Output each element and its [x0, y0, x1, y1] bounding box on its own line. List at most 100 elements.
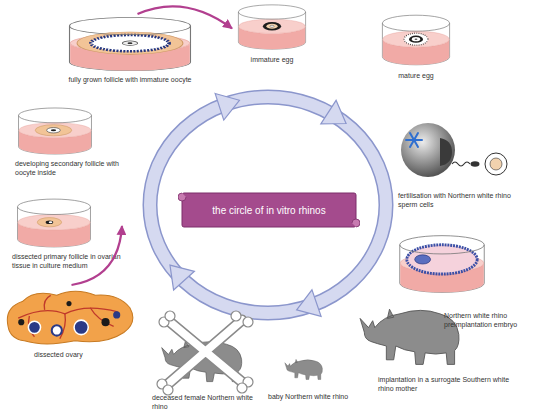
petri-dish: [238, 5, 305, 19]
deceased-rhino: [231, 311, 241, 321]
fertilisation-illustration: [401, 123, 455, 177]
dish-art: [67, 14, 193, 74]
petri-dish: [400, 245, 484, 293]
fertilisation-illustration: [485, 153, 507, 175]
deceased-rhino: [168, 320, 242, 384]
dish-art: [16, 196, 92, 250]
petri-dish: [382, 23, 449, 65]
petri-dish: [19, 108, 92, 123]
stage-caption: immature egg: [232, 56, 312, 65]
petri-dish: [400, 236, 484, 254]
petri-dish: [47, 128, 61, 133]
petri-dish: [18, 207, 91, 247]
petri-dish: [407, 245, 477, 274]
petri-dish: [51, 129, 56, 131]
deceased-rhino: [157, 311, 253, 395]
stage-caption: developing secondary follicle with oocyt…: [15, 160, 125, 177]
petri-dish: [77, 32, 183, 54]
stage-caption: dissected ovary: [34, 351, 134, 360]
cycle-arrow: [160, 256, 195, 290]
cycle-arrow: [150, 97, 386, 313]
ovary-art: [4, 285, 136, 347]
petri-dish: [415, 38, 418, 40]
banner-shape: [352, 219, 360, 227]
ovary-shape: [101, 318, 109, 326]
stage-label: fertilisation with Northern white rhino …: [398, 192, 523, 209]
deceased-rhino: [237, 383, 247, 393]
petri-dish-stage: mature egg: [377, 12, 455, 88]
dish-art: [237, 2, 307, 52]
petri-dish: [37, 218, 61, 227]
stage-label: deceased female Northern white rhino: [152, 394, 262, 411]
banner-title: the circle of in vitro rhinos: [178, 190, 360, 230]
deceased-rhino: [157, 311, 253, 395]
stage-caption: Northern white rhino preimplantation emb…: [444, 312, 530, 329]
ovary-shape: [18, 308, 118, 318]
ovary-shape: [52, 325, 62, 335]
fertilisation-illustration: [440, 138, 452, 166]
cycle-arrow: [321, 100, 354, 135]
petri-dish: [18, 199, 91, 214]
fertilisation-illustration: [452, 162, 470, 166]
petri-dish: [70, 26, 191, 71]
petri-dish: [383, 31, 450, 47]
dish-art: [398, 232, 486, 296]
petri-dish: [270, 25, 274, 27]
stage-arrow: [72, 226, 123, 285]
fertilisation-illustration: [401, 123, 507, 177]
petri-dish: [35, 125, 71, 136]
petri-dish: [237, 2, 307, 52]
baby-rhino: [285, 359, 323, 379]
dish-art: [381, 12, 451, 68]
cycle-arrow: [150, 97, 386, 313]
deceased-rhino: [243, 317, 253, 327]
petri-dish: [238, 12, 305, 49]
petri-dish: [16, 196, 92, 250]
petri-dish: [49, 221, 53, 223]
petri-dish: [263, 22, 281, 31]
fertilisation-illustration: [471, 161, 480, 167]
petri-dish-stage: fully grown follicle with immature oocyt…: [55, 14, 205, 94]
ovary-shape: [44, 295, 50, 309]
petri-dish: [415, 255, 431, 264]
fertilisation-illustration: [490, 158, 502, 170]
stage-caption: mature egg: [377, 72, 455, 81]
title-banner: the circle of in vitro rhinos: [178, 190, 360, 230]
ovary-shape: [4, 285, 136, 347]
fertilisation-illustration: [406, 133, 422, 147]
petri-dish: [67, 14, 193, 74]
petri-dish: [239, 19, 306, 33]
stage-label: baby Northern white rhino: [268, 393, 368, 402]
cycle-arrow: [292, 290, 321, 323]
ovary-stage: dissected ovary: [4, 285, 139, 365]
petri-dish: [70, 17, 191, 34]
cycle-arrow: [150, 87, 386, 323]
deceased-rhino: [168, 320, 242, 384]
ovary-shape: [7, 291, 133, 344]
stage-label: implantation in a surrogate Southern whi…: [378, 376, 523, 393]
fertilisation-illustration: [410, 133, 418, 147]
petri-dish: [266, 24, 277, 29]
ovary-shape: [90, 308, 113, 327]
cycle-arrow: [215, 87, 244, 120]
petri-dish: [398, 232, 486, 296]
ovary-shape: [18, 295, 118, 338]
petri-dish: [122, 41, 137, 45]
petri-dish: [127, 42, 132, 44]
ovary-shape: [18, 319, 24, 325]
petri-dish: [19, 115, 92, 154]
ovary-shape: [113, 311, 120, 318]
banner-shape: [178, 193, 186, 201]
petri-dish: [19, 123, 91, 138]
petri-dish: [404, 33, 428, 45]
petri-dish: [17, 105, 93, 157]
petri-dish: [18, 215, 90, 230]
stage-arrow: [138, 6, 233, 28]
fertilisation-illustration: [410, 133, 418, 147]
petri-dish: [46, 220, 54, 224]
petri-dish: [412, 37, 420, 41]
petri-dish-stage: Northern white rhino preimplantation emb…: [398, 232, 530, 344]
ovary-shape: [28, 321, 40, 333]
